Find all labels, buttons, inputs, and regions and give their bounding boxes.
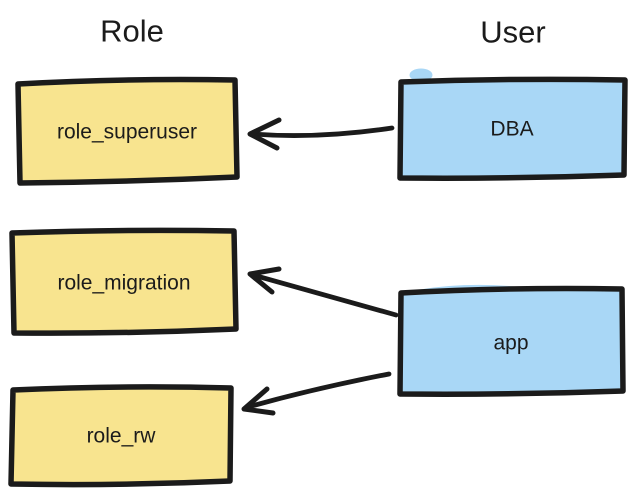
role-node-role_rw: role_rw bbox=[8, 384, 234, 488]
role_rw-label: role_rw bbox=[87, 425, 157, 448]
edge-app-to-role_rw-arrowhead-icon bbox=[241, 386, 276, 416]
role-node-role_superuser: role_superuser bbox=[15, 76, 240, 186]
role_superuser-label: role_superuser bbox=[57, 121, 197, 144]
column-heading-user: User bbox=[480, 15, 545, 50]
edge-app-to-role_migration bbox=[247, 266, 399, 318]
user-node-dba: DBA bbox=[397, 76, 628, 181]
role_migration-label: role_migration bbox=[57, 272, 190, 295]
app-box bbox=[397, 285, 626, 397]
edge-dba-to-role_superuser-arrowhead-icon bbox=[247, 117, 282, 151]
role-node-role_migration: role_migration bbox=[9, 227, 239, 336]
edge-app-to-role_rw-line bbox=[245, 371, 392, 410]
edge-app-to-role_migration-line bbox=[250, 272, 399, 318]
edge-app-to-role_rw bbox=[241, 371, 392, 416]
app-label: app bbox=[493, 332, 528, 355]
edge-dba-to-role_superuser bbox=[247, 117, 395, 151]
role_migration-box bbox=[9, 227, 239, 336]
column-heading-role: Role bbox=[100, 14, 164, 49]
role_rw-box bbox=[8, 384, 234, 488]
user-node-app: app bbox=[397, 285, 626, 397]
edge-dba-to-role_superuser-line bbox=[249, 125, 395, 138]
edge-app-to-role_migration-arrowhead-icon bbox=[247, 266, 282, 295]
role_superuser-box bbox=[15, 76, 240, 186]
dba-label: DBA bbox=[490, 118, 533, 141]
dba-box bbox=[397, 76, 628, 181]
